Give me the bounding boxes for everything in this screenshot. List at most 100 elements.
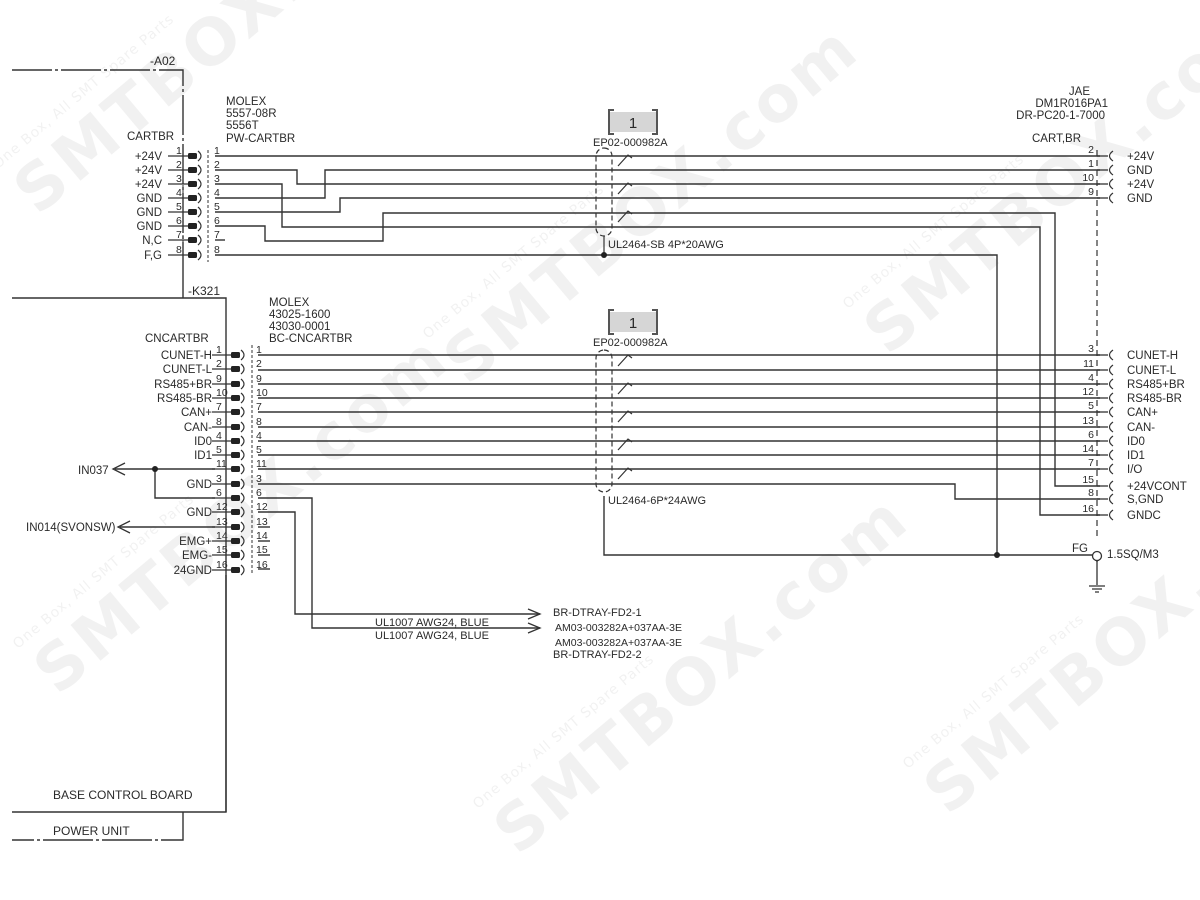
pin-signal-label: +24V [135,151,163,163]
svg-text:MOLEX: MOLEX [226,96,267,108]
pin-contact-icon [188,223,197,229]
svg-text:DR-PC20-1-7000: DR-PC20-1-7000 [1016,110,1105,122]
plug-pin-number: 6 [256,487,262,499]
pin-number: 13 [1082,415,1094,427]
pin-number: 1 [1088,158,1094,170]
socket-icon [1108,378,1114,390]
pin-number: 6 [216,487,222,499]
socket-icon [1108,406,1114,418]
pin-number: 4 [1088,372,1094,384]
lower-cable-spec: UL2464-6P*24AWG [608,495,706,507]
pin-number: 3 [1088,343,1094,355]
pin-contact-icon [231,481,240,487]
svg-text:BR-DTRAY-FD2-1: BR-DTRAY-FD2-1 [553,607,642,619]
svg-text:43025-1600: 43025-1600 [269,309,330,321]
arrow-left-icon [116,520,131,534]
pin-signal-label: ID1 [1127,450,1145,462]
pin-signal-label: RS485+BR [1127,379,1185,391]
pin-signal-label: CUNET-L [1127,365,1177,377]
pin-contact-icon [231,395,240,401]
pin-signal-label: RS485-BR [157,393,212,405]
pin-contact-icon [231,366,240,372]
frame-ground: FG 1.5SQ/M3 [1072,543,1159,593]
pin-contact-icon [188,195,197,201]
socket-icon [1108,463,1114,475]
pin-signal-label: +24V [135,165,163,177]
plug-pin-number: 2 [256,358,262,370]
plug-pin-number: 2 [214,159,220,171]
upper-left-connector-header: CARTBR MOLEX 5557-08R 5556T PW-CARTBR [127,96,295,145]
connector-pin-row: 15+24VCONT [1082,474,1186,493]
svg-text:CARTBR: CARTBR [127,131,174,143]
socket-icon [1108,392,1114,404]
pin-signal-label: ID1 [194,450,212,462]
pin-number: 5 [176,201,182,213]
plug-pin-number: 1 [214,145,220,157]
plug-pin-number: 8 [256,416,262,428]
pin-signal-label: GND [1127,193,1153,205]
pin-number: 6 [176,215,182,227]
pin-number: 16 [216,559,228,571]
pin-number: 12 [1082,386,1094,398]
pin-contact-icon [231,524,240,530]
connector-pin-row: 2+24V [1088,144,1154,163]
socket-icon [1108,449,1114,461]
svg-text:BR-DTRAY-FD2-2: BR-DTRAY-FD2-2 [553,649,642,661]
connector-pin-row: 7I/O [1088,457,1142,476]
lower-wires [115,354,1100,812]
socket-icon [1108,493,1114,505]
plug-pin-number: 8 [214,244,220,256]
plug-pin-number: 13 [256,516,268,528]
lower-cable-part-number: EP02-000982A [593,337,668,349]
plug-pin-number: 10 [256,387,268,399]
pin-signal-label: 24GND [174,565,212,577]
socket-icon [1108,164,1114,176]
pin-signal-label: EMG- [182,550,212,562]
upper-cable-bracket: 1 [608,109,658,135]
pin-signal-label: CAN- [1127,422,1155,434]
pin-number: 3 [216,473,222,485]
pin-contact-icon [231,452,240,458]
pin-number: 9 [216,373,222,385]
k321-label: -K321 [188,284,220,298]
svg-text:BC-CNCARTBR: BC-CNCARTBR [269,333,353,345]
pin-signal-label: I/O [1127,464,1142,476]
svg-text:MOLEX: MOLEX [269,297,310,309]
plug-pin-number: 12 [256,501,268,513]
pin-number: 15 [216,544,228,556]
plug-pin-number: 4 [214,187,220,199]
svg-text:1: 1 [629,315,637,332]
pin-number: 7 [176,229,182,241]
pin-signal-label: GND [136,193,162,205]
socket-icon [1108,435,1114,447]
plug-pin-number: 16 [256,559,268,571]
svg-text:1: 1 [629,115,637,132]
pin-signal-label: CUNET-H [1127,350,1178,362]
connector-pin-row: 10+24V [1082,172,1154,191]
lower-cable-shield [595,349,633,493]
pin-contact-icon [188,181,197,187]
pin-number: 6 [1088,429,1094,441]
svg-text:DM1R016PA1: DM1R016PA1 [1035,98,1108,110]
power-unit-label: POWER UNIT [53,824,130,838]
upper-cable-part-number: EP02-000982A [593,137,668,149]
connector-pin-row: 24GND 16 16 [174,559,268,577]
pin-contact-icon [231,538,240,544]
plug-pin-number: 5 [214,201,220,213]
socket-icon [1108,349,1114,361]
junction-dot [994,552,1000,558]
pin-number: 11 [216,458,227,470]
blue-wire-labels: UL1007 AWG24, BLUE UL1007 AWG24, BLUE BR… [375,607,682,661]
